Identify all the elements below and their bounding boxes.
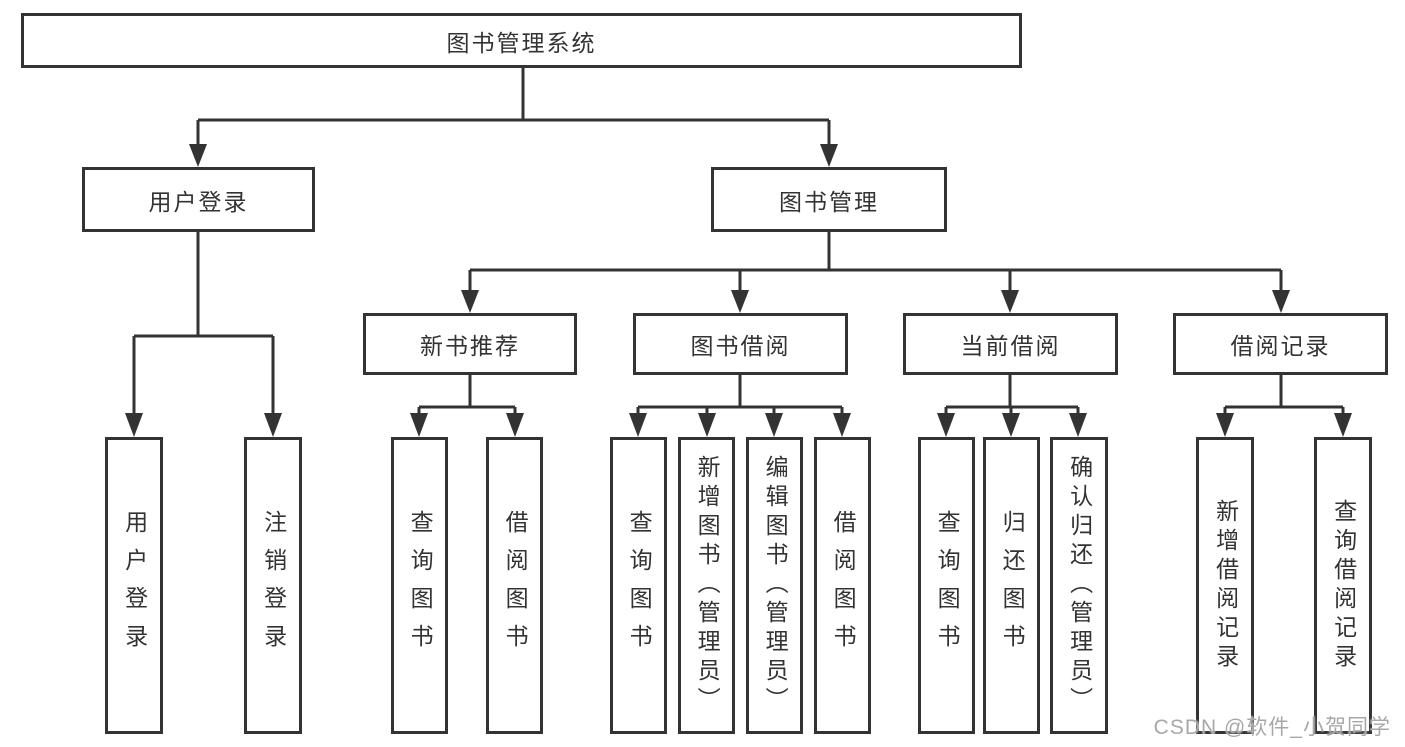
leaf-borrow-add-book-admin: 新增图书（管理员） [678,437,735,734]
leaf-current-query-book: 查询图书 [918,437,975,734]
leaf-record-add-label: 新增借阅记录 [1212,498,1239,673]
node-borrow-record: 借阅记录 [1173,313,1388,375]
leaf-user-login-label: 用户登录 [121,509,148,662]
leaf-recommend-borrow-book: 借阅图书 [486,437,543,734]
connector-borrow-to-children [629,375,851,437]
node-book-borrow-label: 图书借阅 [690,333,791,359]
node-current-borrow-label: 当前借阅 [960,333,1061,359]
leaf-record-query-label: 查询借阅记录 [1330,498,1357,673]
leaf-logout: 注销登录 [244,437,302,734]
connector-manage-to-level3 [461,232,1290,313]
leaf-current-query-book-label: 查询图书 [934,509,961,662]
leaf-current-confirm-return-admin: 确认归还（管理员） [1050,437,1108,734]
node-current-borrow: 当前借阅 [903,313,1118,375]
leaf-borrow-query-book: 查询图书 [610,437,667,734]
node-borrow-record-label: 借阅记录 [1230,333,1331,359]
leaf-borrow-add-book-admin-label: 新增图书（管理员） [694,455,721,716]
leaf-record-add: 新增借阅记录 [1196,437,1254,734]
connector-login-to-children [125,232,282,437]
connector-root-to-level2 [189,68,838,167]
node-book-management: 图书管理 [711,167,947,232]
leaf-current-return-book: 归还图书 [983,437,1040,734]
leaf-current-confirm-return-admin-label: 确认归还（管理员） [1066,455,1093,716]
node-book-borrow: 图书借阅 [633,313,848,375]
leaf-borrow-edit-book-admin-label: 编辑图书（管理员） [762,455,789,716]
csdn-watermark: CSDN @软件_小贺同学 [1153,716,1391,739]
leaf-current-return-book-label: 归还图书 [999,509,1026,662]
leaf-record-query: 查询借阅记录 [1314,437,1372,734]
connector-record-to-children [1216,375,1352,437]
leaf-recommend-borrow-book-label: 借阅图书 [502,509,529,662]
leaf-user-login: 用户登录 [105,437,163,734]
leaf-borrow-borrow-book: 借阅图书 [814,437,871,734]
connector-current-to-children [937,375,1087,437]
node-root-label: 图书管理系统 [446,29,597,56]
node-user-login-label: 用户登录 [148,188,249,215]
leaf-recommend-query-book: 查询图书 [391,437,448,734]
node-root: 图书管理系统 [21,13,1022,68]
leaf-borrow-query-book-label: 查询图书 [626,509,653,662]
node-user-login: 用户登录 [82,167,315,232]
leaf-borrow-edit-book-admin: 编辑图书（管理员） [746,437,803,734]
leaf-logout-label: 注销登录 [260,509,287,662]
leaf-recommend-query-book-label: 查询图书 [407,509,434,662]
node-new-book-recommend: 新书推荐 [363,313,577,375]
node-book-management-label: 图书管理 [779,188,879,215]
node-new-book-recommend-label: 新书推荐 [420,333,520,359]
connector-recommend-to-children [410,375,524,437]
leaf-borrow-borrow-book-label: 借阅图书 [830,509,857,662]
